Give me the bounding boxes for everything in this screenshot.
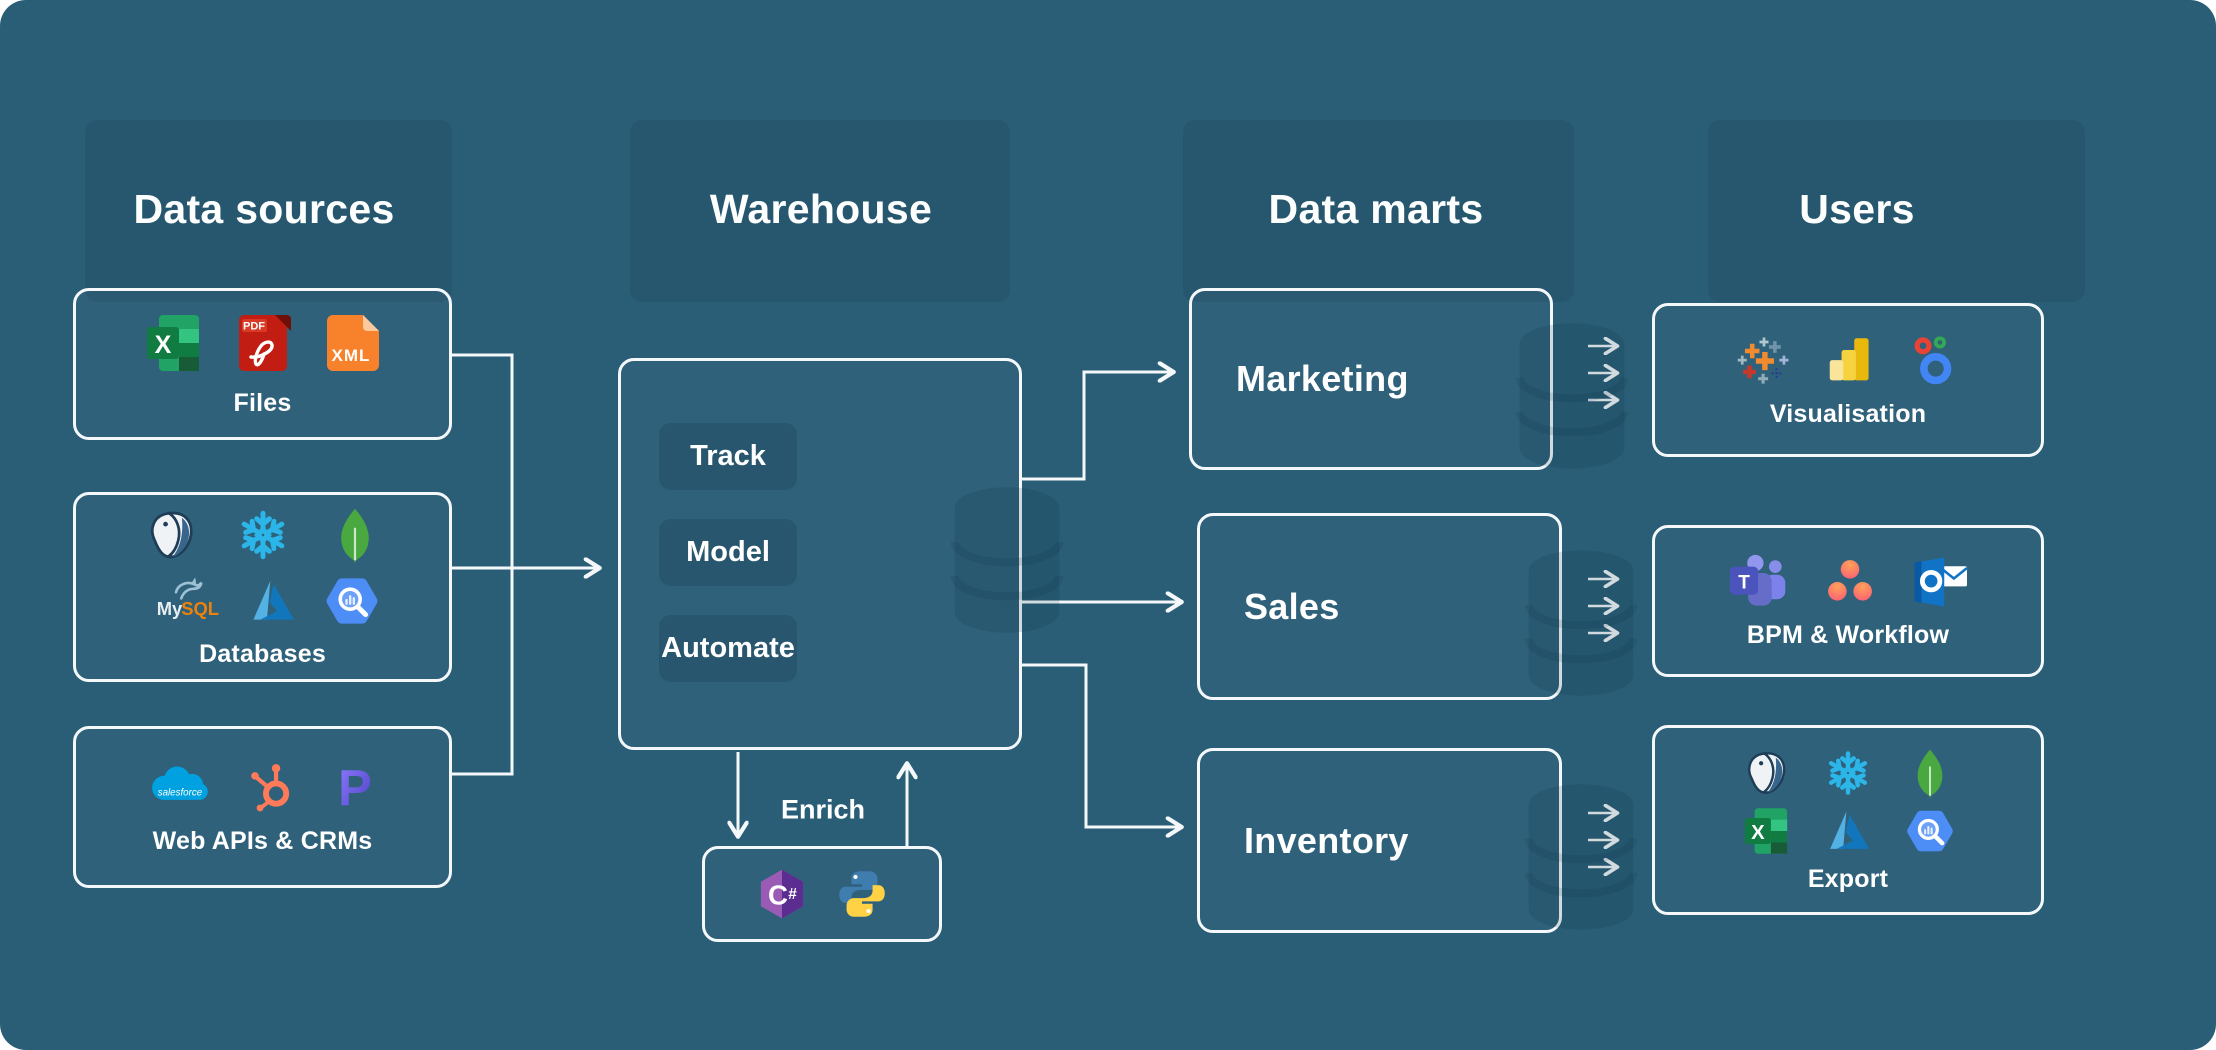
column-header-data-sources: Data sources (133, 186, 395, 232)
visualisation-box[interactable]: Visualisation (1652, 303, 2044, 457)
python-icon (836, 868, 888, 920)
database-cylinder-watermark (1431, 782, 1529, 906)
mart-inventory[interactable]: Inventory (1197, 748, 1562, 933)
users-header-panel (1708, 120, 2085, 302)
warehouse-steps: Track Model Automate (659, 423, 797, 682)
looker-icon (1907, 334, 1961, 388)
azure-icon (245, 574, 299, 628)
xml-icon (321, 311, 385, 375)
warehouse-header-panel (630, 120, 1010, 302)
warehouse-box[interactable]: Track Model Automate (618, 358, 1022, 750)
column-header-users: Users (1799, 186, 1915, 232)
inventory-label: Inventory (1244, 819, 1409, 861)
bpm-workflow-label: BPM & Workflow (1746, 620, 1950, 649)
azure-icon (1822, 805, 1874, 857)
outlook-icon (1907, 554, 1971, 610)
web-apis-icons (144, 759, 382, 813)
hubspot-icon (244, 759, 298, 813)
bpm-workflow-box[interactable]: BPM & Workflow (1652, 525, 2044, 677)
bigquery-icon (323, 572, 381, 630)
export-box[interactable]: Export (1652, 725, 2044, 915)
export-label: Export (1807, 864, 1889, 893)
postgresql-icon (142, 506, 200, 564)
web-apis-label: Web APIs & CRMs (152, 826, 373, 855)
data-sources-header-panel (85, 120, 452, 302)
database-cylinder-watermark (857, 485, 973, 639)
marketing-label: Marketing (1236, 358, 1409, 399)
data-marts-header-panel (1183, 120, 1574, 302)
enrich-code-box[interactable] (702, 846, 942, 942)
powerbi-icon (1823, 334, 1877, 388)
warehouse-to-marketing-arrow (1022, 372, 1172, 481)
files-icons (141, 311, 385, 375)
mart-sales[interactable]: Sales (1197, 513, 1562, 700)
sales-label: Sales (1244, 585, 1340, 627)
excel-icon (1740, 805, 1792, 857)
postgresql-icon (1740, 747, 1792, 799)
database-cylinder-watermark (1431, 548, 1529, 672)
visualisation-icons (1735, 332, 1961, 390)
databases-label: Databases (199, 639, 326, 668)
asana-icon (1823, 555, 1877, 609)
databases-box[interactable]: Databases (73, 492, 452, 682)
visualisation-label: Visualisation (1769, 399, 1927, 428)
excel-icon (141, 311, 205, 375)
enrich-label: Enrich (780, 794, 866, 825)
mart-marketing[interactable]: Marketing (1189, 288, 1553, 470)
database-cylinder-watermark (1422, 321, 1520, 445)
bpm-workflow-icons (1725, 553, 1971, 611)
warehouse-to-inventory-arrow (1022, 663, 1180, 827)
tableau-icon (1735, 332, 1793, 390)
web-apis-box[interactable]: Web APIs & CRMs (73, 726, 452, 888)
marts-to-users-arrows (1588, 346, 1616, 867)
pdf-icon (231, 311, 295, 375)
teams-icon (1725, 553, 1793, 611)
bigquery-icon (1904, 805, 1956, 857)
column-header-data-marts: Data marts (1268, 186, 1484, 232)
warehouse-step-track[interactable]: Track (659, 423, 797, 490)
mongodb-icon (1904, 747, 1956, 799)
snowflake-icon (1822, 747, 1874, 799)
csharp-icon (756, 868, 808, 920)
mysql-icon (145, 573, 221, 629)
warehouse-step-automate[interactable]: Automate (659, 615, 797, 682)
databases-icons (142, 506, 384, 630)
files-box[interactable]: Files (73, 288, 452, 440)
salesforce-icon (144, 760, 214, 812)
mongodb-icon (326, 506, 384, 564)
sources-trunk-line (452, 353, 514, 776)
warehouse-step-model[interactable]: Model (659, 519, 797, 586)
files-label: Files (233, 388, 292, 417)
snowflake-icon (234, 506, 292, 564)
pipedrive-icon (328, 759, 382, 813)
export-icons (1740, 747, 1956, 857)
column-header-warehouse: Warehouse (709, 186, 933, 232)
